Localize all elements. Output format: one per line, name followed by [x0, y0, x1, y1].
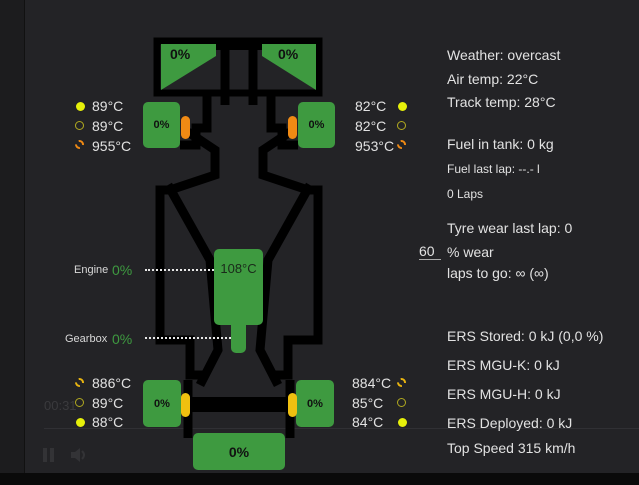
air-temp: Air temp: 22°C	[447, 71, 539, 87]
gearbox-label: Gearbox	[65, 333, 108, 345]
surface-temp-icon	[76, 418, 85, 427]
fl-inner-temp: 89°C	[92, 118, 124, 134]
inner-temp-icon	[397, 398, 406, 407]
engine-block: 108°C	[214, 249, 263, 325]
inner-temp-icon	[397, 121, 406, 130]
brake-temp-icon	[75, 378, 84, 387]
surface-temp-icon	[398, 102, 407, 111]
top-speed: Top Speed 315 km/h	[447, 440, 576, 456]
brake-temp-icon	[397, 378, 406, 387]
fuel-laps: 0 Laps	[447, 187, 484, 201]
ers-mguk: ERS MGU-K: 0 kJ	[447, 357, 560, 373]
front-right-brake	[288, 116, 297, 139]
fr-inner-temp: 82°C	[355, 118, 387, 134]
rear-right-tyre: 0%	[296, 380, 334, 427]
bottom-bar	[0, 473, 639, 485]
inner-temp-icon	[75, 398, 84, 407]
front-wing-left-wear: 0%	[170, 46, 191, 62]
left-strip	[0, 0, 25, 473]
wear-label: % wear	[447, 244, 494, 260]
front-left-brake	[181, 116, 190, 139]
laps-to-go: laps to go: ∞ (∞)	[447, 265, 549, 281]
engine-leader-line	[145, 269, 214, 271]
rr-brake-temp: 884°C	[352, 375, 392, 391]
player-seekbar[interactable]	[44, 428, 639, 429]
fr-surface-temp: 82°C	[355, 98, 387, 114]
wear-threshold-input[interactable]	[419, 243, 441, 260]
surface-temp-icon	[398, 418, 407, 427]
brake-temp-icon	[75, 140, 84, 149]
pause-icon[interactable]	[43, 448, 55, 462]
rl-inner-temp: 89°C	[92, 395, 124, 411]
front-left-tyre: 0%	[143, 102, 180, 148]
engine-label: Engine	[74, 264, 109, 276]
front-wing-left-shape	[161, 44, 216, 90]
rear-wing: 0%	[193, 433, 285, 470]
gearbox-leader-line	[145, 337, 231, 339]
brake-temp-icon	[397, 140, 406, 149]
rl-brake-temp: 886°C	[92, 375, 132, 391]
rear-left-brake	[181, 393, 190, 417]
fuel-last-lap: Fuel last lap: --.- l	[447, 162, 540, 176]
tyre-wear-last-lap: Tyre wear last lap: 0	[447, 220, 573, 236]
rr-inner-temp: 85°C	[352, 395, 384, 411]
front-right-tyre: 0%	[298, 102, 335, 148]
ers-stored: ERS Stored: 0 kJ (0,0 %)	[447, 328, 604, 344]
player-time: 00:31	[44, 398, 77, 413]
fr-brake-temp: 953°C	[355, 138, 395, 154]
rl-surface-temp: 88°C	[92, 414, 124, 430]
ers-deployed: ERS Deployed: 0 kJ	[447, 415, 573, 431]
front-wing-right-shape	[262, 44, 316, 90]
fl-surface-temp: 89°C	[92, 98, 124, 114]
surface-temp-icon	[76, 102, 85, 111]
ers-mguh: ERS MGU-H: 0 kJ	[447, 386, 561, 402]
weather: Weather: overcast	[447, 47, 561, 63]
rear-left-tyre: 0%	[143, 380, 181, 427]
rear-right-brake	[288, 393, 297, 417]
inner-temp-icon	[75, 121, 84, 130]
engine-wear: 0%	[112, 262, 133, 278]
front-wing-right-wear: 0%	[278, 46, 299, 62]
track-temp: Track temp: 28°C	[447, 94, 556, 110]
rr-surface-temp: 84°C	[352, 414, 384, 430]
gearbox-block	[231, 322, 246, 353]
fuel-in-tank: Fuel in tank: 0 kg	[447, 136, 554, 152]
gearbox-wear: 0%	[112, 331, 133, 347]
volume-icon[interactable]	[70, 447, 88, 463]
fl-brake-temp: 955°C	[92, 138, 132, 154]
